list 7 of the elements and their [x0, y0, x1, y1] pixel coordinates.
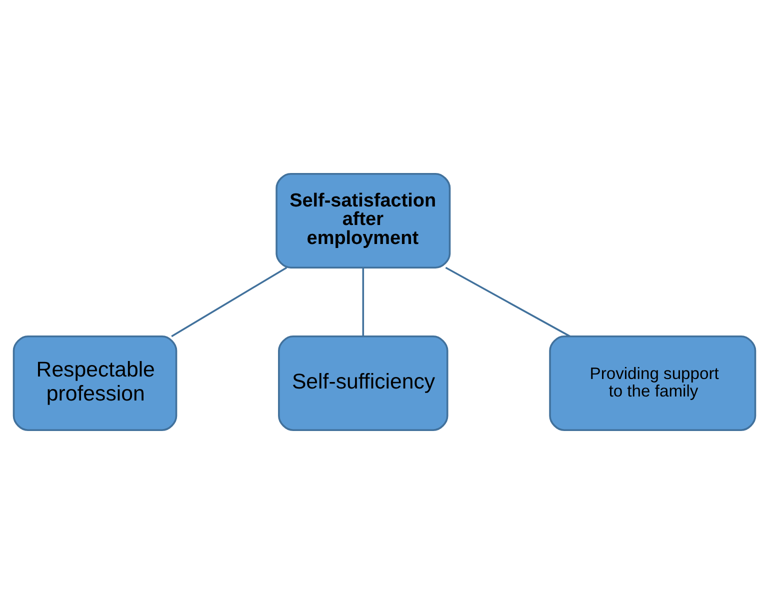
node-box: Providing support to the family: [548, 336, 756, 432]
node-box: Self-satisfaction after employment: [275, 172, 450, 268]
connector: [170, 266, 287, 338]
node-box: Self-sufficiency: [278, 336, 448, 432]
connector: [362, 268, 364, 336]
connector: [444, 266, 570, 338]
node-box: Respectable profession: [12, 336, 177, 432]
